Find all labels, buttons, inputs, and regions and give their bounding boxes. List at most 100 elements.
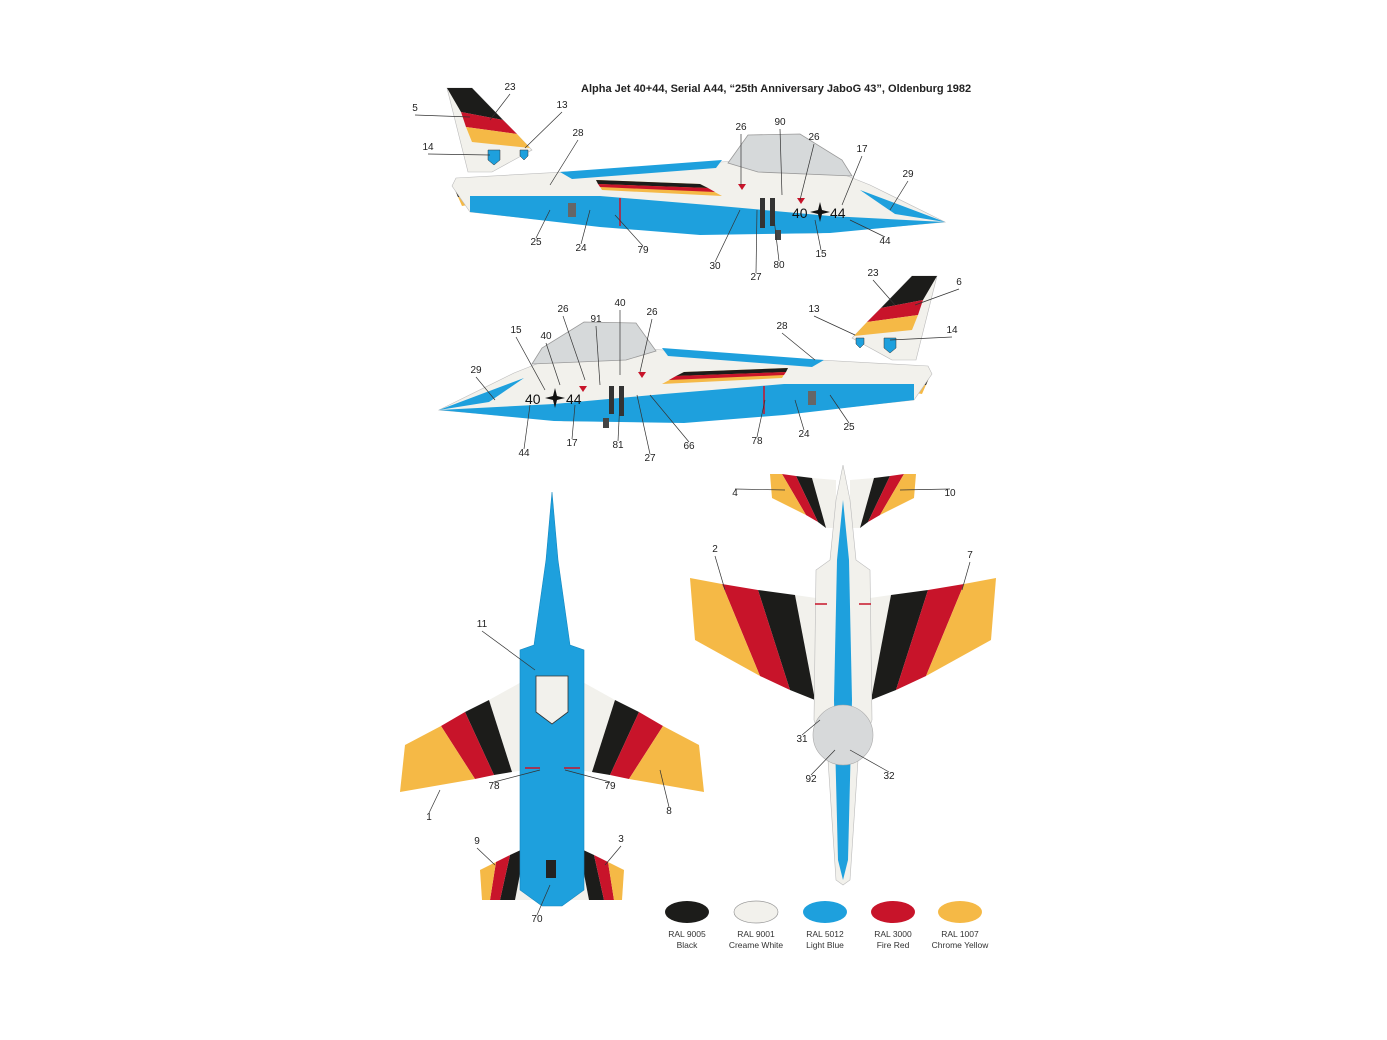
squadron-badge-icon bbox=[535, 675, 569, 725]
callout-leader-line bbox=[549, 139, 579, 186]
callout-leader-line bbox=[755, 209, 758, 274]
decal-callout-number: 29 bbox=[902, 169, 914, 180]
callout-leader-line bbox=[545, 342, 561, 386]
decal-callout-number: 25 bbox=[843, 422, 855, 433]
decal-callout-number: 40 bbox=[614, 298, 626, 309]
callout-leader-line bbox=[536, 884, 551, 916]
decal-callout-number: 11 bbox=[477, 619, 488, 630]
callout-leader-line bbox=[961, 561, 971, 591]
callout-leader-line bbox=[810, 749, 836, 776]
decal-callout-number: 78 bbox=[751, 436, 763, 447]
callout-leader-line bbox=[772, 209, 780, 262]
decal-callout-number: 15 bbox=[815, 249, 827, 260]
callout-leader-line bbox=[659, 769, 670, 808]
callout-leader-line bbox=[636, 394, 651, 455]
decal-callout-number: 15 bbox=[510, 325, 522, 336]
callout-leader-line bbox=[617, 399, 621, 442]
callout-leader-line bbox=[476, 847, 496, 866]
callout-leader-line bbox=[571, 404, 576, 440]
decal-callout-number: 32 bbox=[883, 771, 895, 782]
decal-callout-number: 90 bbox=[774, 117, 786, 128]
decal-callout-number: 78 bbox=[488, 781, 500, 792]
callout-leader-line bbox=[639, 318, 653, 373]
decal-callout-number: 23 bbox=[504, 82, 516, 93]
decal-callout-number: 23 bbox=[867, 268, 879, 279]
decal-callout-number: 9 bbox=[474, 836, 480, 847]
callout-leader-line bbox=[427, 153, 491, 156]
decal-callout-number: 27 bbox=[644, 453, 656, 464]
callout-leader-line bbox=[428, 789, 441, 814]
callout-leader-line bbox=[814, 219, 822, 251]
callout-leader-line bbox=[649, 394, 690, 443]
top-view bbox=[400, 491, 704, 907]
callout-leader-line bbox=[562, 315, 586, 381]
decal-callout-number: 79 bbox=[604, 781, 616, 792]
decal-callout-number: 40 bbox=[540, 331, 552, 342]
iron-cross-icon bbox=[545, 388, 565, 408]
svg-text:Chrome Yellow: Chrome Yellow bbox=[932, 940, 990, 950]
decal-callout-number: 27 bbox=[750, 272, 762, 283]
decal-callout-number: 26 bbox=[808, 132, 820, 143]
svg-text:RAL 5012: RAL 5012 bbox=[806, 929, 844, 939]
decal-callout-number: 13 bbox=[808, 304, 820, 315]
svg-text:RAL 3000: RAL 3000 bbox=[874, 929, 912, 939]
callout-leader-line bbox=[614, 214, 644, 247]
decal-callout-number: 26 bbox=[735, 122, 747, 133]
svg-text:Black: Black bbox=[677, 940, 699, 950]
decal-callout-number: 92 bbox=[805, 774, 817, 785]
callout-leader-line bbox=[515, 336, 546, 391]
callout-leader-line bbox=[799, 143, 815, 201]
decal-callout-number: 8 bbox=[666, 806, 672, 817]
callout-leader-line bbox=[899, 488, 951, 491]
callout-leader-line bbox=[595, 325, 601, 386]
callout-leader-line bbox=[489, 93, 511, 121]
callout-leader-line bbox=[493, 769, 541, 783]
iron-cross-icon bbox=[810, 202, 830, 222]
marking-number-left: 40 bbox=[792, 205, 808, 221]
svg-text:RAL 9005: RAL 9005 bbox=[668, 929, 706, 939]
page-title: Alpha Jet 40+44, Serial A44, “25th Anniv… bbox=[581, 83, 971, 95]
decal-callout-number: 3 bbox=[618, 834, 624, 845]
decal-callout-number: 10 bbox=[944, 488, 956, 499]
decal-callout-number: 24 bbox=[798, 429, 810, 440]
callout-leader-line bbox=[914, 288, 960, 306]
marking-number-left: 40 bbox=[525, 391, 541, 407]
marking-number-right: 44 bbox=[566, 391, 582, 407]
callout-leader-line bbox=[889, 180, 909, 211]
callout-leader-line bbox=[604, 845, 622, 866]
bottom-view bbox=[690, 464, 996, 886]
decal-callout-number: 14 bbox=[946, 325, 958, 336]
callout-leader-line bbox=[829, 394, 850, 424]
decal-callout-number: 80 bbox=[773, 260, 785, 271]
callout-leader-line bbox=[813, 315, 856, 336]
callout-leader-line bbox=[414, 114, 471, 118]
callout-leader-line bbox=[734, 488, 786, 491]
decal-callout-number: 6 bbox=[956, 277, 962, 288]
callout-leader-line bbox=[475, 376, 496, 401]
decal-callout-number: 14 bbox=[422, 142, 434, 153]
callout-leader-line bbox=[714, 209, 741, 263]
svg-text:Fire Red: Fire Red bbox=[877, 940, 910, 950]
decal-callout-number: 25 bbox=[530, 237, 542, 248]
decal-callout-number: 5 bbox=[412, 103, 418, 114]
side-view-starboard: 40 44 bbox=[446, 87, 946, 241]
callout-leader-line bbox=[564, 769, 611, 783]
callout-leader-line bbox=[714, 555, 726, 591]
decal-callout-number: 24 bbox=[575, 243, 587, 254]
callout-leader-line bbox=[779, 128, 783, 196]
decal-callout-number: 28 bbox=[776, 321, 788, 332]
svg-text:RAL 9001: RAL 9001 bbox=[737, 929, 775, 939]
callout-leader-line bbox=[580, 209, 591, 245]
callout-leader-line bbox=[523, 404, 531, 450]
decal-callout-number: 81 bbox=[612, 440, 624, 451]
decal-callout-number: 44 bbox=[518, 448, 530, 459]
svg-text:RAL 1007: RAL 1007 bbox=[941, 929, 979, 939]
svg-text:Creame White: Creame White bbox=[729, 940, 784, 950]
decal-callout-number: 66 bbox=[683, 441, 695, 452]
decal-callout-number: 4 bbox=[732, 488, 738, 499]
decal-callout-number: 17 bbox=[566, 438, 578, 449]
